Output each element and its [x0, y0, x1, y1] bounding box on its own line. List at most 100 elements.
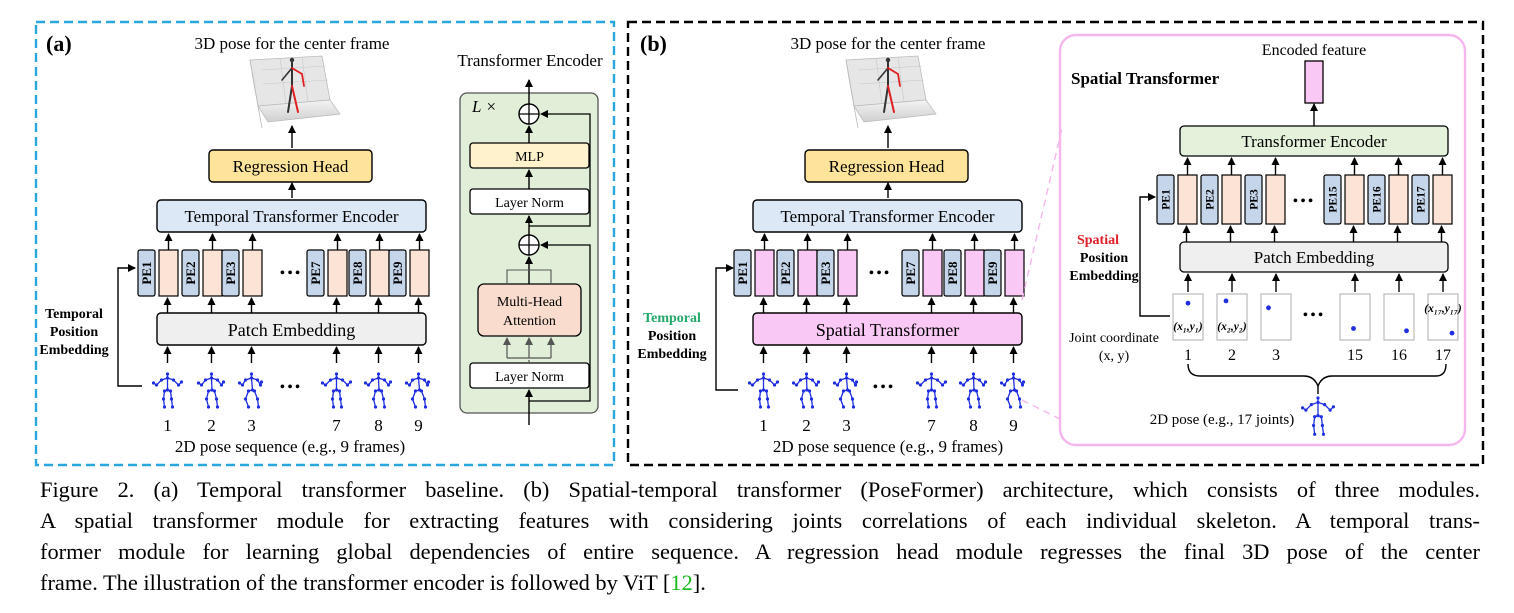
- zoom-pe-box-6: [1411, 174, 1430, 225]
- zoom-pe-label-5: PE16: [1372, 186, 1384, 212]
- zoom-pe-box-4: [1323, 174, 1342, 225]
- panel-b-pe-box-2: [776, 249, 795, 297]
- panel-a-token-box-3: [242, 249, 263, 297]
- panel-a-token-box-1: [158, 249, 179, 297]
- panel-b-temporal-encoder-box: [752, 199, 1023, 233]
- zoom-brace: [1187, 363, 1447, 388]
- panel-a-3d-pose-plot: [249, 55, 341, 129]
- zoom-coord-label-3: (x₁₇,y₁₇): [1424, 303, 1462, 315]
- panel-b-pe-box-4: [901, 249, 920, 297]
- zoom-joint-dot-4: [1351, 326, 1356, 331]
- panel-b-frame-number-6: 9: [1009, 416, 1018, 435]
- panel-a-frame-number-6: 9: [414, 416, 423, 435]
- panel-b-spatial-transformer-box: [752, 312, 1023, 346]
- zoom-joint-coordinate-line-1: Joint coordinate: [1069, 331, 1159, 346]
- panel-a-token-box-5: [369, 249, 390, 297]
- zoom-patch-embedding-box: [1179, 241, 1449, 273]
- zoom-joint-coordinate-line-2: (x, y): [1099, 349, 1130, 364]
- zoom-pe-box-2: [1200, 174, 1219, 225]
- panel-b-tpe-line-3: Embedding: [637, 347, 706, 362]
- panel-a-frame-number-1: 1: [163, 416, 172, 435]
- zoom-joint-box-2: [1216, 293, 1248, 341]
- zoom-joint-box-5: [1383, 293, 1415, 341]
- panel-a-pe-box-5: [348, 249, 367, 297]
- panel-b-3d-skeleton: [877, 57, 901, 113]
- zoom-encoded-feature-box: [1304, 60, 1324, 104]
- panel-b-pe-label-1: PE1: [735, 261, 750, 284]
- panel-a-frame-number-3: 3: [247, 416, 256, 435]
- zoom-spe-line-2: Position: [1080, 251, 1128, 266]
- panel-a-pe-label-4: PE7: [308, 261, 323, 285]
- zoom-coord-label-2: (x₂,y₂): [1217, 321, 1247, 333]
- panel-a-pose-ellipsis: •••: [280, 379, 303, 396]
- panel-b-frame-number-3: 3: [842, 416, 851, 435]
- zoom-joint-dot-5: [1404, 328, 1409, 334]
- encoder-detail-title: Transformer Encoder: [457, 51, 603, 70]
- caption-citation-link[interactable]: 12: [670, 570, 693, 595]
- encoder-detail-skip-bottom: [529, 241, 591, 402]
- panel-b: (b) 3D pose for the center frame Regress…: [626, 20, 1485, 467]
- zoom-token-ellipsis: •••: [1293, 193, 1316, 210]
- panel-b-pe-box-1: [733, 249, 752, 297]
- panel-b-tpe-arrow: [715, 264, 738, 391]
- panel-a-regression-head-label: Regression Head: [233, 157, 349, 176]
- panel-a-pe-label-5: PE8: [350, 261, 365, 285]
- panel-b-pe-box-6: [983, 249, 1002, 297]
- zoom-patch-embedding-label: Patch Embedding: [1254, 248, 1375, 267]
- zoom-encoder-label: Transformer Encoder: [1241, 132, 1387, 151]
- zoom-pe-box-3: [1244, 174, 1263, 225]
- panel-b-pe-box-3: [816, 249, 835, 297]
- panel-b-output-label: 3D pose for the center frame: [791, 34, 986, 53]
- panel-b-token-box-5: [964, 249, 985, 297]
- panel-b-regression-head-label: Regression Head: [829, 157, 945, 176]
- panel-b-token-box-6: [1004, 249, 1025, 297]
- zoom-joint-dot-1: [1185, 300, 1191, 306]
- panel-a-token-box-2: [202, 249, 223, 297]
- panel-a-patch-embedding-box: [156, 312, 427, 346]
- panel-b-pose-skeleton-1: [747, 372, 780, 409]
- panel-a-temporal-encoder-label: Temporal Transformer Encoder: [184, 207, 398, 226]
- zoom-pe-box-1: [1156, 174, 1175, 225]
- panel-a-pe-box-6: [388, 249, 407, 297]
- encoder-detail-mha-line-2: Attention: [503, 314, 556, 329]
- panel-a-token-box-6: [409, 249, 430, 297]
- panel-b-sequence-label: 2D pose sequence (e.g., 9 frames): [773, 437, 1003, 456]
- panel-b-token-box-3: [837, 249, 858, 297]
- panel-a-pe-box-4: [306, 249, 325, 297]
- zoom-pe-label-1: PE1: [1161, 189, 1173, 210]
- zoom-joint-dot-2: [1223, 298, 1229, 304]
- caption-line-3: former module for learning global depend…: [40, 539, 1480, 564]
- zoom-joint-dot-6: [1449, 330, 1455, 336]
- panel-a-tpe-line-2: Position: [50, 325, 98, 340]
- zoom-token-box-5: [1388, 174, 1409, 225]
- panel-b-frame-number-2: 2: [802, 416, 811, 435]
- panel-a-tpe-line-1: Temporal: [45, 307, 103, 322]
- panel-b-token-box-2: [797, 249, 818, 297]
- figure-diagram: (a) 3D pose for the center frame Regres: [34, 20, 1485, 467]
- encoder-detail-mlp-label: MLP: [515, 150, 544, 165]
- caption-last-suffix: ].: [692, 570, 706, 595]
- zoom-2d-pose: [1301, 396, 1335, 436]
- zoom-pose-label: 2D pose (e.g., 17 joints): [1150, 412, 1295, 428]
- panel-a-pe-label-3: PE3: [223, 261, 238, 285]
- zoom-token-box-1: [1177, 174, 1198, 225]
- panel-a-patch-embedding-label: Patch Embedding: [228, 320, 355, 340]
- panel-b-pe-box-5: [943, 249, 962, 297]
- panel-a-pe-label-6: PE9: [390, 261, 405, 285]
- panel-b-tag: (b): [640, 31, 667, 56]
- zoom-spe-colored-word: Spatial: [1077, 233, 1119, 248]
- panel-b-pe-label-3: PE3: [818, 261, 833, 285]
- panel-a-pe-box-2: [181, 249, 200, 297]
- panel-b-pose-skeleton-2: [791, 372, 821, 409]
- zoom-token-box-4: [1344, 174, 1365, 225]
- panel-a-pe-label-1: PE1: [139, 261, 154, 284]
- panel-a-pose-skeleton-1: [151, 372, 184, 409]
- panel-b-pe-label-5: PE8: [945, 261, 960, 285]
- panel-b-3d-pose-plot: [845, 55, 937, 129]
- panel-a: (a) 3D pose for the center frame Regres: [34, 20, 616, 467]
- zoom-spe-arrow: [1139, 193, 1170, 317]
- encoder-detail-layernorm-bottom-label: Layer Norm: [495, 370, 564, 385]
